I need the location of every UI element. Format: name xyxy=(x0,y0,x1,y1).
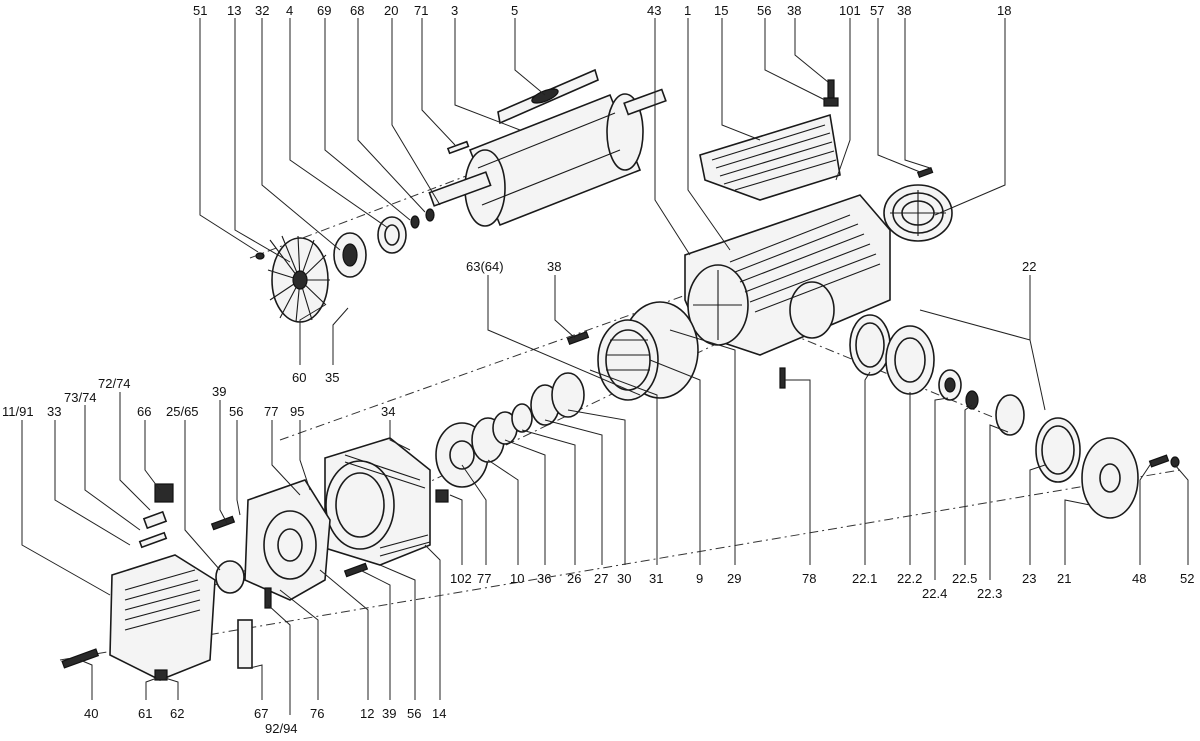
label-18: 18 xyxy=(997,3,1011,18)
leader-lines xyxy=(21,18,1189,715)
end-shield xyxy=(210,479,369,601)
label-23: 23 xyxy=(1022,571,1036,586)
label-9: 9 xyxy=(696,571,703,586)
terminal-box-cover xyxy=(61,554,216,681)
label-13: 13 xyxy=(227,3,241,18)
label-35: 35 xyxy=(325,370,339,385)
label-51: 51 xyxy=(193,3,207,18)
label-78: 78 xyxy=(802,571,816,586)
part-labels: 51 13 32 4 69 68 20 71 3 5 43 1 15 56 38… xyxy=(2,3,1194,736)
rotor-shaft xyxy=(428,88,667,227)
mid-flange xyxy=(566,301,699,401)
label-77-lower: 77 xyxy=(477,571,491,586)
label-22-2: 22.2 xyxy=(897,571,922,586)
label-63-64: 63(64) xyxy=(466,259,504,274)
label-27: 27 xyxy=(594,571,608,586)
label-56-lower: 56 xyxy=(407,706,421,721)
pin-78 xyxy=(779,367,786,389)
label-56-top: 56 xyxy=(757,3,771,18)
label-57: 57 xyxy=(870,3,884,18)
label-38-right: 38 xyxy=(897,3,911,18)
label-52: 52 xyxy=(1180,571,1194,586)
label-39-lower: 39 xyxy=(382,706,396,721)
label-48: 48 xyxy=(1132,571,1146,586)
label-77-upper: 77 xyxy=(264,404,278,419)
label-71: 71 xyxy=(414,3,428,18)
label-33: 33 xyxy=(47,404,61,419)
label-4: 4 xyxy=(286,3,293,18)
label-15: 15 xyxy=(714,3,728,18)
label-22: 22 xyxy=(1022,259,1036,274)
seal-rings-right xyxy=(849,314,1180,519)
label-22-3: 22.3 xyxy=(977,586,1002,601)
fan-guard xyxy=(883,166,953,242)
label-5: 5 xyxy=(511,3,518,18)
label-62: 62 xyxy=(170,706,184,721)
label-95: 95 xyxy=(290,404,304,419)
label-22-4: 22.4 xyxy=(922,586,947,601)
label-101: 101 xyxy=(839,3,861,18)
ring-stack xyxy=(435,372,585,488)
label-20: 20 xyxy=(384,3,398,18)
label-40: 40 xyxy=(84,706,98,721)
label-31: 31 xyxy=(649,571,663,586)
shaft-key xyxy=(446,140,470,155)
label-10: 10 xyxy=(510,571,524,586)
top-bolt xyxy=(823,79,839,107)
cooling-fan xyxy=(255,235,330,323)
label-22-1: 22.1 xyxy=(852,571,877,586)
label-36: 36 xyxy=(537,571,551,586)
label-73-74: 73/74 xyxy=(64,390,97,405)
label-68: 68 xyxy=(350,3,364,18)
label-61: 61 xyxy=(138,706,152,721)
label-26: 26 xyxy=(567,571,581,586)
label-39-upper: 39 xyxy=(212,384,226,399)
label-102: 102 xyxy=(450,571,472,586)
label-21: 21 xyxy=(1057,571,1071,586)
label-60: 60 xyxy=(292,370,306,385)
label-43: 43 xyxy=(647,3,661,18)
label-29: 29 xyxy=(727,571,741,586)
label-30: 30 xyxy=(617,571,631,586)
label-32: 32 xyxy=(255,3,269,18)
label-72-74: 72/74 xyxy=(98,376,131,391)
label-67: 67 xyxy=(254,706,268,721)
label-34: 34 xyxy=(381,404,395,419)
label-69: 69 xyxy=(317,3,331,18)
label-11-91: 11/91 xyxy=(2,404,34,419)
label-38-mid: 38 xyxy=(547,259,561,274)
label-76: 76 xyxy=(310,706,324,721)
label-38-top: 38 xyxy=(787,3,801,18)
nameplate-strip xyxy=(497,68,599,125)
shaft-bearings xyxy=(333,208,435,278)
label-14: 14 xyxy=(432,706,446,721)
valve-cover xyxy=(699,113,841,201)
label-12: 12 xyxy=(360,706,374,721)
label-56-left: 56 xyxy=(229,404,243,419)
label-92-94: 92/94 xyxy=(265,721,298,736)
label-25-65: 25/65 xyxy=(166,404,199,419)
label-1: 1 xyxy=(684,3,691,18)
motor-body xyxy=(324,437,449,566)
label-66: 66 xyxy=(137,404,151,419)
label-3: 3 xyxy=(451,3,458,18)
label-22-5: 22.5 xyxy=(952,571,977,586)
cylinder-housing xyxy=(684,194,891,356)
terminal-parts xyxy=(138,483,272,681)
